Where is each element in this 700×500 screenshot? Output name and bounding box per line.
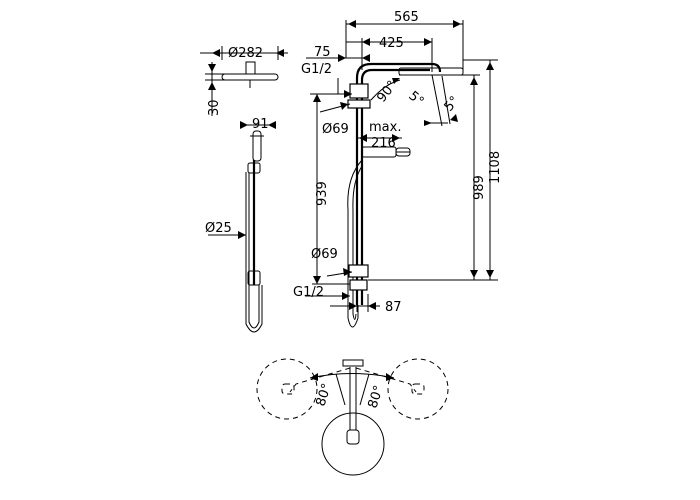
head-height-label: 30 <box>207 99 222 116</box>
rosette-top-label: Ø69 <box>322 122 349 137</box>
swivel-right-label: 80° <box>366 384 387 411</box>
height-1108-label: 1108 <box>488 151 503 184</box>
angle-5b-label: 5° <box>442 94 463 115</box>
inlet-bottom-label: G1/2 <box>293 285 324 300</box>
rail-diameter-label: Ø25 <box>205 221 232 236</box>
front-view: 565 425 75 G1/2 Ø69 <box>293 10 503 328</box>
angle-5a-label: 5° <box>405 89 426 110</box>
depth-87-label: 87 <box>385 300 402 315</box>
top-view-swivel: 80° 80° <box>256 358 449 476</box>
span-425-label: 425 <box>379 36 404 51</box>
head-diameter-label: Ø282 <box>228 46 263 61</box>
swivel-left-label: 80° <box>314 382 335 409</box>
span-565-label: 565 <box>394 10 419 25</box>
rosette-bottom-label: Ø69 <box>311 247 338 262</box>
height-939-label: 939 <box>315 181 330 206</box>
height-989-label: 989 <box>472 175 487 200</box>
inlet-top-label: G1/2 <box>301 62 332 77</box>
max-value-label: 216 <box>371 136 396 151</box>
angle-90-label: 90° <box>374 78 400 105</box>
side-view: Ø282 30 91 Ø25 <box>200 46 288 333</box>
hand-diameter-label: 91 <box>252 117 269 132</box>
max-label: max. <box>369 120 401 135</box>
offset-75-label: 75 <box>314 45 331 60</box>
